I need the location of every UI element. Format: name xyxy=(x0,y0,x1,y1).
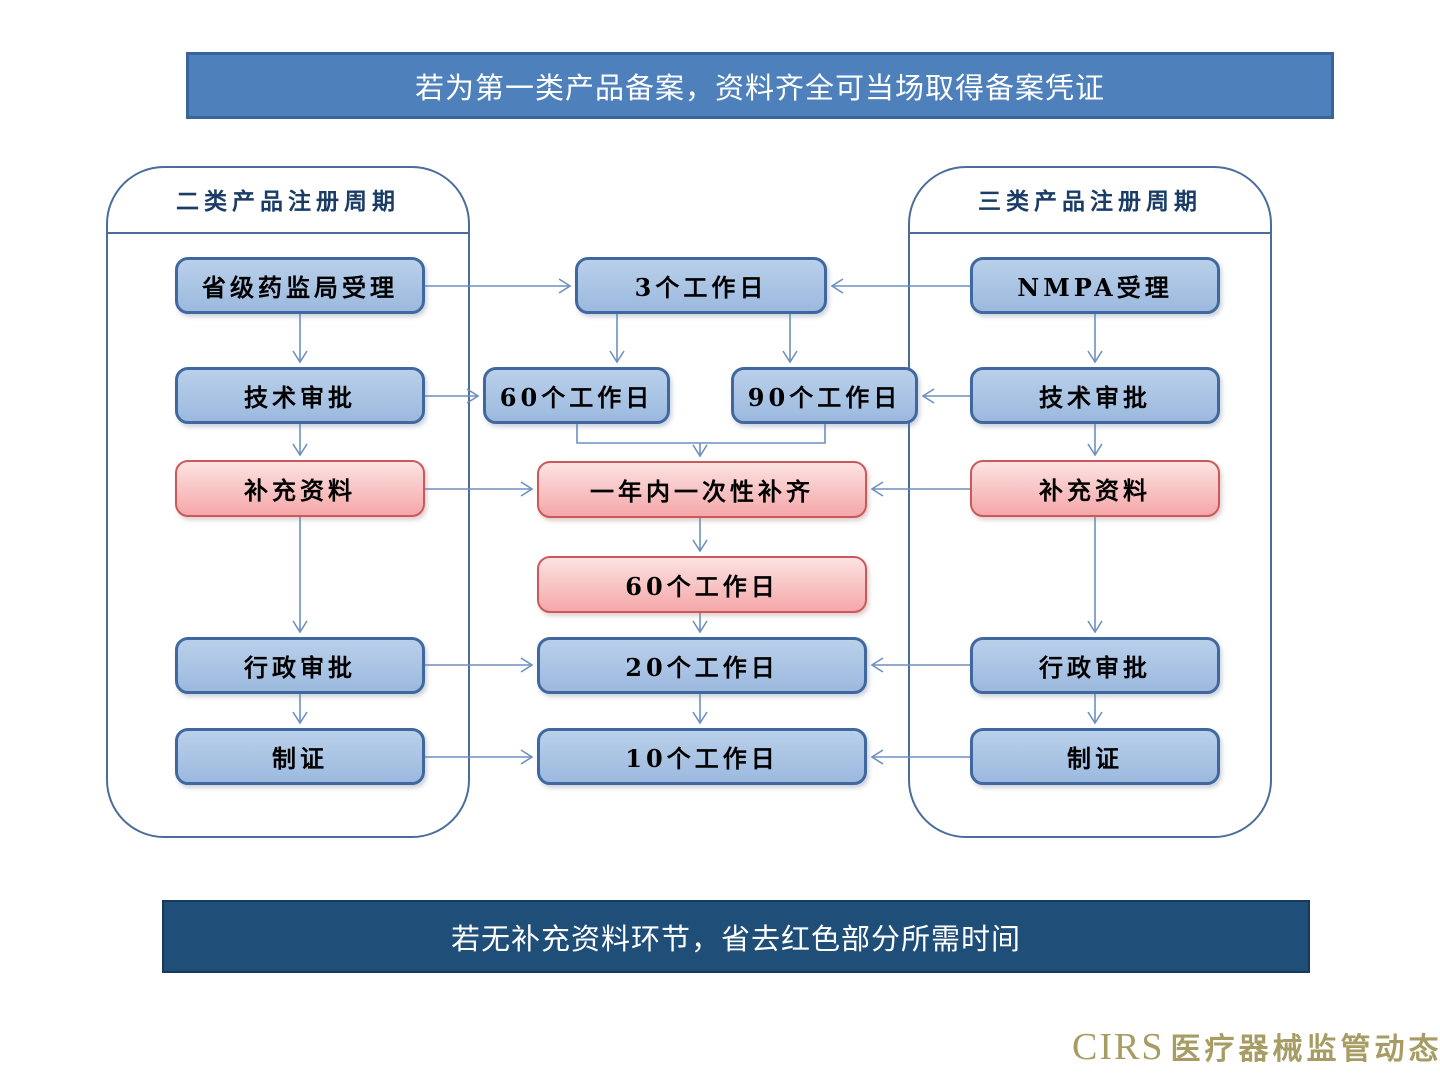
node-10-working-days: 10个工作日 xyxy=(537,728,867,785)
node-label: NMPA受理 xyxy=(1017,273,1173,302)
node-label: 60个工作日 xyxy=(625,572,779,601)
cirs-logo: CIRS 医疗器械监管动态 xyxy=(1072,1024,1440,1069)
node-left-administrative-approval: 行政审批 xyxy=(175,637,425,694)
node-left-supplement-materials: 补充资料 xyxy=(175,460,425,517)
top-banner-text: 若为第一类产品备案，资料齐全可当场取得备案凭证 xyxy=(414,72,1105,105)
node-label: 3个工作日 xyxy=(634,273,768,302)
class3-cycle-title: 三类产品注册周期 xyxy=(978,188,1202,215)
node-left-provincial-acceptance: 省级药监局受理 xyxy=(175,257,425,314)
node-20-working-days: 20个工作日 xyxy=(537,637,867,694)
node-right-supplement-materials: 补充资料 xyxy=(970,460,1220,517)
node-label: 制证 xyxy=(272,744,328,773)
node-60-working-days-supplement: 60个工作日 xyxy=(537,556,867,613)
node-label: 10个工作日 xyxy=(625,744,779,773)
class2-title-divider xyxy=(108,232,468,234)
cirs-logo-chinese: 医疗器械监管动态 xyxy=(1170,1032,1440,1067)
class3-title-divider xyxy=(910,232,1270,234)
node-label: 补充资料 xyxy=(1039,476,1151,505)
node-right-administrative-approval: 行政审批 xyxy=(970,637,1220,694)
node-left-certificate-issuance: 制证 xyxy=(175,728,425,785)
bottom-banner-text: 若无补充资料环节，省去红色部分所需时间 xyxy=(450,923,1021,956)
node-label: 一年内一次性补齐 xyxy=(590,477,814,506)
top-banner: 若为第一类产品备案，资料齐全可当场取得备案凭证 xyxy=(186,52,1334,119)
node-right-technical-review: 技术审批 xyxy=(970,367,1220,424)
node-one-year-one-time-supplement: 一年内一次性补齐 xyxy=(537,461,867,518)
node-3-working-days: 3个工作日 xyxy=(575,257,827,314)
node-label: 补充资料 xyxy=(244,476,356,505)
node-label: 省级药监局受理 xyxy=(202,273,398,302)
node-label: 行政审批 xyxy=(1039,653,1151,682)
bottom-banner: 若无补充资料环节，省去红色部分所需时间 xyxy=(162,900,1310,973)
node-label: 20个工作日 xyxy=(625,653,779,682)
node-label: 技术审批 xyxy=(1039,383,1151,412)
node-label: 行政审批 xyxy=(244,653,356,682)
node-label: 制证 xyxy=(1067,744,1123,773)
cirs-logo-latin: CIRS xyxy=(1072,1026,1165,1068)
node-label: 90个工作日 xyxy=(747,383,902,412)
node-right-nmpa-acceptance: NMPA受理 xyxy=(970,257,1220,314)
class2-cycle-title: 二类产品注册周期 xyxy=(176,188,400,215)
node-label: 技术审批 xyxy=(244,383,356,412)
node-label: 60个工作日 xyxy=(499,383,654,412)
node-left-technical-review: 技术审批 xyxy=(175,367,425,424)
node-90-working-days: 90个工作日 xyxy=(731,367,918,424)
node-right-certificate-issuance: 制证 xyxy=(970,728,1220,785)
node-60-working-days: 60个工作日 xyxy=(483,367,670,424)
